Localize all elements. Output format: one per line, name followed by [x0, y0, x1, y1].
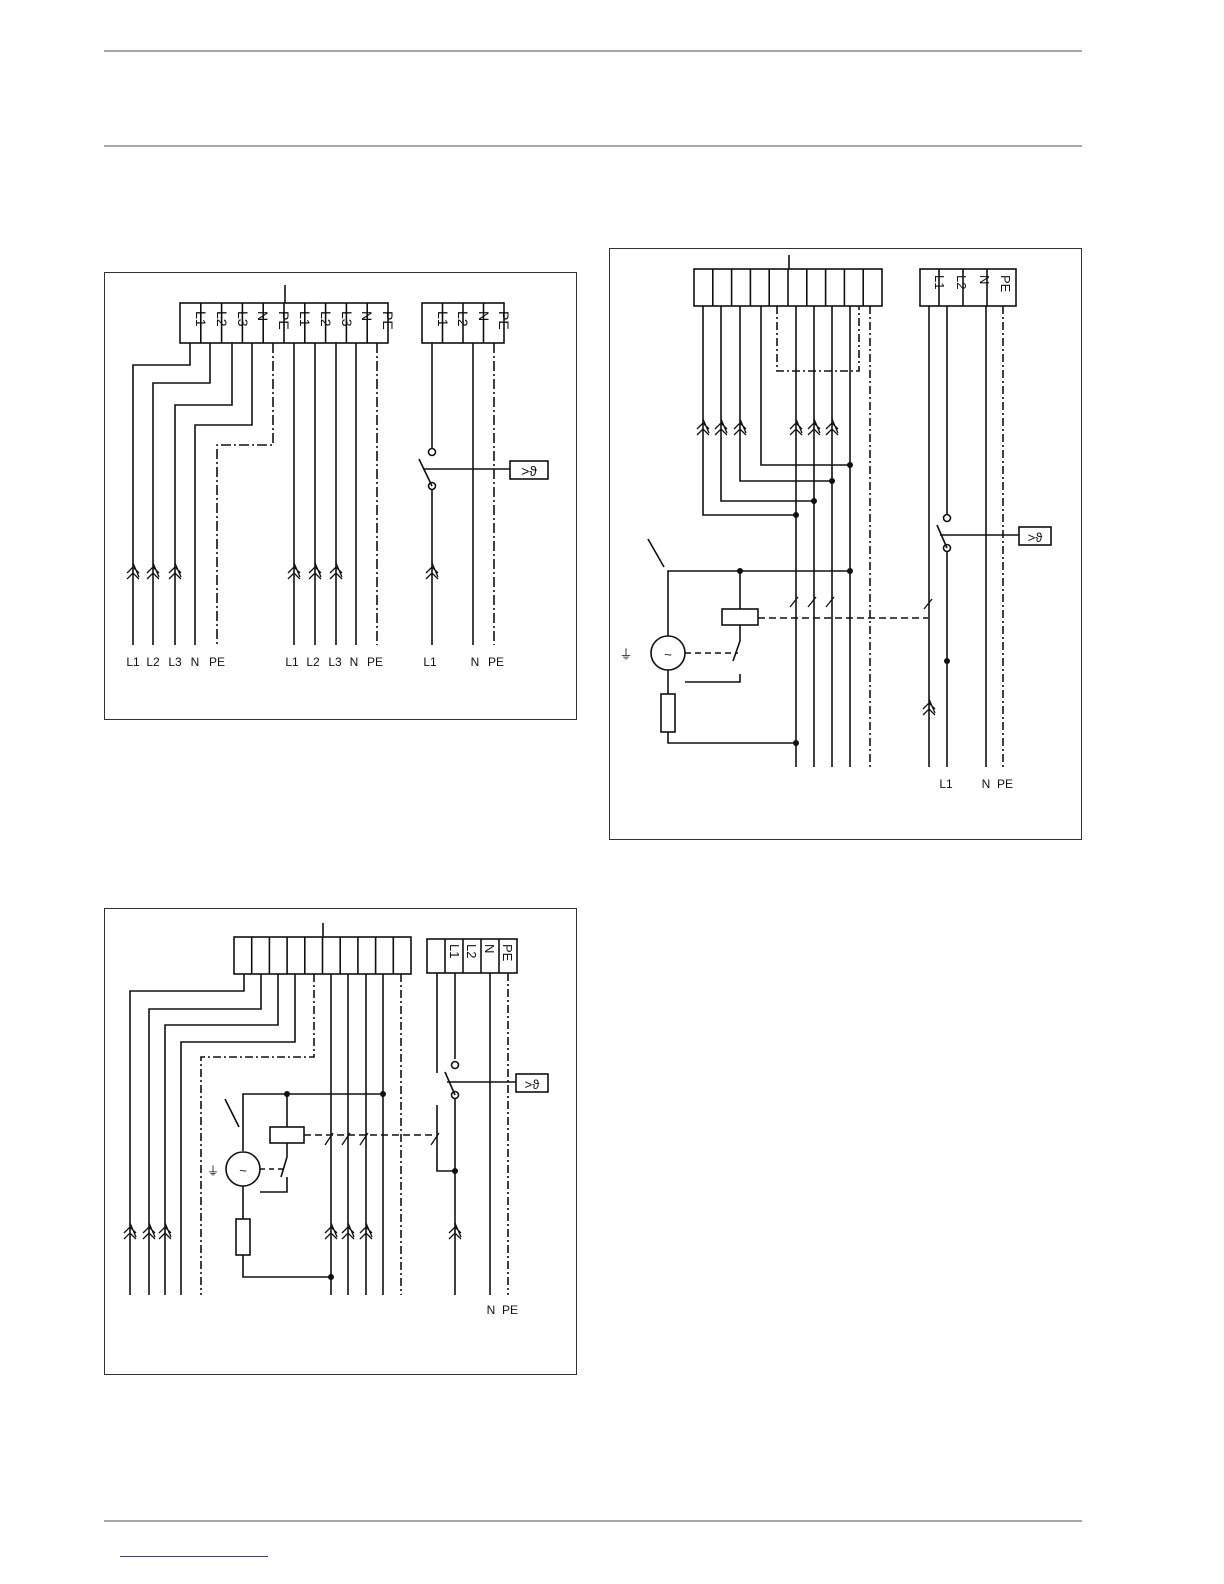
generator-symbol: ~	[239, 1163, 247, 1178]
bottom-label: L3	[328, 655, 342, 669]
thermostat-symbol: >ϑ	[521, 463, 537, 479]
terminal-label: L3	[235, 311, 251, 327]
header-rule-top	[104, 50, 1082, 52]
wiring-diagram-1-svg: >ϑ L1 L2 L3 N PE L1 L2 L3 N PE L1 L2 N P…	[105, 273, 576, 719]
footer-link-underline[interactable]	[120, 1556, 268, 1557]
terminal-label: L1	[297, 311, 313, 327]
bottom-label: L3	[168, 655, 182, 669]
wiring-diagram-3-svg: >ϑ ~ ⏚ L1 L2 N PE N PE	[105, 909, 576, 1374]
bottom-label: PE	[997, 777, 1013, 791]
bottom-label: N	[487, 1303, 496, 1317]
terminal-label: PE	[276, 311, 292, 330]
terminal-label: L2	[214, 311, 230, 327]
terminal-label: L2	[464, 944, 479, 958]
junction-dots-3	[284, 1091, 458, 1280]
terminal-label: N	[255, 311, 271, 321]
bottom-label: PE	[502, 1303, 518, 1317]
header-rule-bottom	[104, 145, 1082, 147]
breaker-symbols-1	[127, 563, 438, 579]
terminal-label: L1	[932, 275, 947, 289]
bottom-label: PE	[367, 655, 383, 669]
bottom-label: L1	[423, 655, 437, 669]
ground-icon: ⏚	[619, 647, 632, 662]
bottom-label: PE	[209, 655, 225, 669]
terminal-label: PE	[496, 311, 512, 330]
breaker-symbols-2	[697, 419, 935, 715]
terminal-label: N	[482, 944, 497, 953]
wiring-diagram-2: >ϑ ~ ⏚ L1 L2 N PE L1 N PE	[609, 248, 1082, 840]
terminal-label: L2	[954, 275, 969, 289]
bottom-label: N	[350, 655, 359, 669]
bottom-label: L1	[126, 655, 140, 669]
bottom-label: N	[471, 655, 480, 669]
bottom-label: PE	[488, 655, 504, 669]
bottom-label: L2	[146, 655, 160, 669]
thermostat-symbol: >ϑ	[1028, 530, 1044, 545]
footer-rule	[104, 1520, 1082, 1522]
junction-dots-2	[737, 462, 950, 746]
ground-icon: ⏚	[207, 1164, 219, 1178]
bottom-label: L2	[306, 655, 320, 669]
breaker-symbols-3	[124, 1133, 461, 1239]
terminal-label: L2	[455, 311, 471, 327]
terminal-label: L1	[435, 311, 451, 327]
terminal-label: L1	[447, 944, 462, 958]
wiring-diagram-3: >ϑ ~ ⏚ L1 L2 N PE N PE	[104, 908, 577, 1375]
bottom-label: N	[982, 777, 991, 791]
wiring-diagram-2-svg: >ϑ ~ ⏚ L1 L2 N PE L1 N PE	[610, 249, 1081, 839]
terminal-label: N	[977, 275, 992, 284]
bottom-label: N	[191, 655, 200, 669]
terminal-label: N	[476, 311, 492, 321]
generator-symbol: ~	[664, 647, 672, 662]
terminal-label: PE	[380, 311, 396, 330]
terminal-label: L2	[318, 311, 334, 327]
thermostat-symbol: >ϑ	[525, 1077, 541, 1092]
terminal-label: L1	[193, 311, 209, 327]
terminal-label: L3	[339, 311, 355, 327]
bottom-label: L1	[939, 777, 953, 791]
terminal-label: PE	[998, 275, 1013, 293]
terminal-label: N	[359, 311, 375, 321]
wiring-diagram-1: >ϑ L1 L2 L3 N PE L1 L2 L3 N PE L1 L2 N P…	[104, 272, 577, 720]
terminal-label: PE	[500, 944, 515, 962]
bottom-label: L1	[285, 655, 299, 669]
